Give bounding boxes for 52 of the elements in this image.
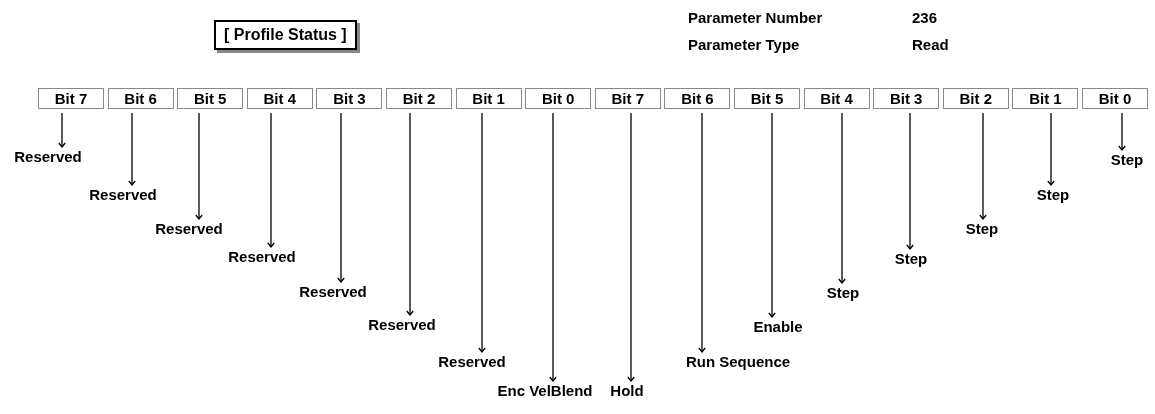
bit-box: Bit 5: [177, 88, 244, 109]
bit-description: Reserved: [342, 316, 462, 334]
arrow: [549, 112, 557, 382]
bit-description: Run Sequence: [678, 353, 798, 371]
arrow: [267, 112, 275, 248]
arrow: [979, 112, 987, 220]
bit-description: Reserved: [273, 283, 393, 301]
bit-box: Bit 7: [594, 88, 661, 109]
bit-description: Reserved: [63, 186, 183, 204]
bit-box: Bit 1: [1012, 88, 1079, 109]
bit-box: Bit 3: [873, 88, 940, 109]
bit-box: Bit 0: [1082, 88, 1148, 109]
bit-description: Step: [851, 250, 971, 268]
parameter-name: Parameter Number: [688, 9, 823, 27]
bit-box: Bit 0: [525, 88, 592, 109]
arrow: [406, 112, 414, 316]
bit-box: Bit 2: [386, 88, 452, 109]
bit-box: Bit 6: [664, 88, 731, 109]
bit-description: Enc VelBlend: [485, 382, 605, 400]
bit-description: Reserved: [412, 353, 532, 371]
arrow: [195, 112, 203, 220]
bit-box: Bit 4: [803, 88, 870, 109]
arrow: [128, 112, 136, 186]
bit-description: Step: [993, 186, 1113, 204]
parameter-name: Parameter Type: [688, 36, 800, 54]
arrow: [337, 112, 345, 283]
arrow: [58, 112, 66, 148]
parameter-value: Read: [912, 36, 949, 54]
arrow: [906, 112, 914, 250]
bit-box: Bit 4: [246, 88, 313, 109]
bit-description: Reserved: [129, 220, 249, 238]
bit-description: Enable: [718, 318, 838, 336]
bit-box: Bit 5: [734, 88, 800, 109]
arrow: [1047, 112, 1055, 186]
arrow: [627, 112, 635, 382]
bit-box: Bit 6: [107, 88, 174, 109]
bit-box: Bit 3: [316, 88, 383, 109]
arrow: [768, 112, 776, 318]
arrow: [478, 112, 486, 353]
bit-description: Step: [1067, 151, 1155, 169]
parameter-value: 236: [912, 9, 938, 27]
title-box: [ Profile Status ]: [214, 20, 357, 50]
bit-box: Bit 2: [942, 88, 1009, 109]
bit-box: Bit 1: [455, 88, 522, 109]
arrow: [698, 112, 706, 353]
bit-description: Reserved: [202, 248, 322, 266]
arrow: [1118, 112, 1126, 151]
arrow: [838, 112, 846, 284]
bit-box: Bit 7: [38, 88, 104, 109]
bit-description: Step: [783, 284, 903, 302]
bit-description: Step: [922, 220, 1042, 238]
bit-description: Reserved: [0, 148, 108, 166]
